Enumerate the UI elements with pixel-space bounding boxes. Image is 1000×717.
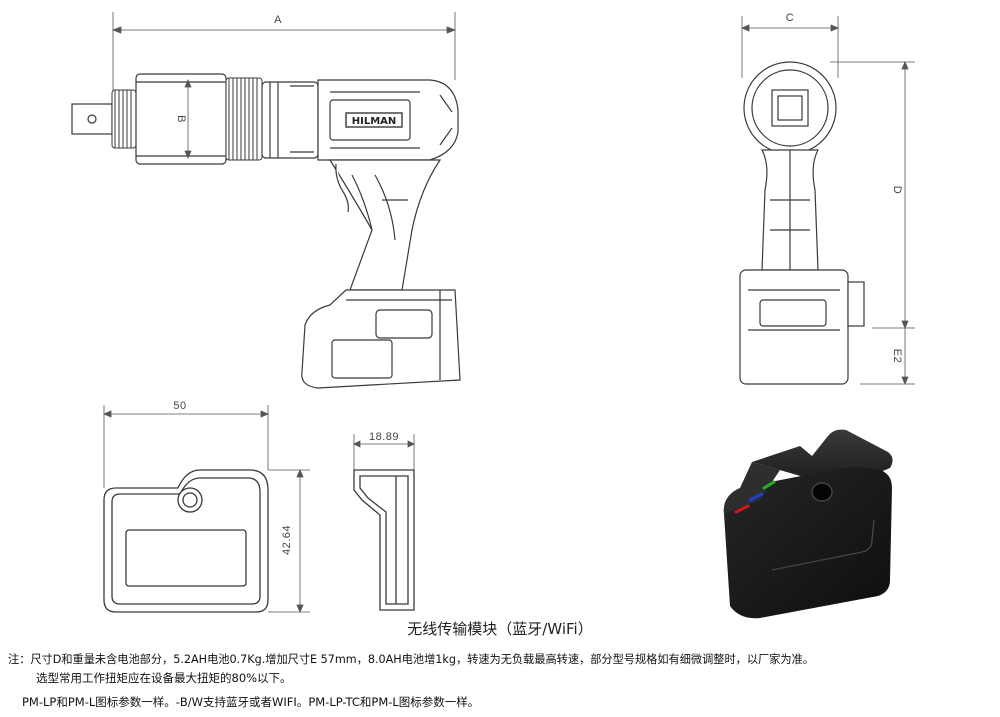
dimension-c-label: C bbox=[786, 12, 794, 24]
led-red bbox=[734, 504, 750, 514]
front-battery bbox=[739, 269, 865, 385]
knurled-ring bbox=[225, 77, 263, 161]
dimension-e2 bbox=[860, 328, 915, 386]
note-line-1: 注：尺寸D和重量未含电池部分，5.2AH电池0.7Kg.增加尺寸E 57mm，8… bbox=[8, 653, 814, 666]
dimension-a-label: A bbox=[274, 14, 282, 26]
dimension-b bbox=[184, 78, 192, 160]
module-height-label: 42.64 bbox=[281, 525, 293, 555]
led-blue bbox=[748, 492, 764, 502]
module-thickness-label: 18.89 bbox=[369, 431, 399, 443]
module-side-face bbox=[723, 462, 780, 514]
module-main-face bbox=[723, 467, 892, 619]
brand-label: HILMAN bbox=[352, 116, 397, 127]
dimension-module-height bbox=[268, 468, 310, 614]
dimension-module-thickness bbox=[353, 434, 415, 470]
reaction-housing bbox=[135, 73, 227, 165]
dimension-b-label: B bbox=[175, 115, 187, 123]
dimension-d bbox=[830, 60, 915, 330]
module-screw-hole bbox=[811, 482, 833, 502]
dimension-a bbox=[111, 12, 457, 95]
dimension-d-label: D bbox=[891, 186, 903, 194]
brand-plate bbox=[345, 112, 403, 128]
module-caption: 无线传输模块（蓝牙/WiFi） bbox=[407, 620, 593, 638]
front-head bbox=[743, 61, 837, 155]
dimension-module-width bbox=[102, 405, 270, 488]
module-width-label: 50 bbox=[173, 400, 186, 412]
dimension-e2-label: E2 bbox=[891, 349, 903, 363]
tool-battery bbox=[301, 289, 461, 389]
note-line-3: PM-LP和PM-L图标参数一样。-B/W支持蓝牙或者WIFI。PM-LP-TC… bbox=[22, 695, 480, 709]
dimension-c bbox=[740, 16, 840, 78]
note-line-2: 选型常用工作扭矩应在设备最大扭矩的80%以下。 bbox=[36, 671, 292, 685]
module-outline bbox=[103, 469, 269, 613]
square-drive bbox=[71, 103, 113, 135]
module-panel bbox=[771, 519, 875, 571]
led-green bbox=[762, 480, 776, 490]
module-side-outline bbox=[353, 469, 415, 611]
